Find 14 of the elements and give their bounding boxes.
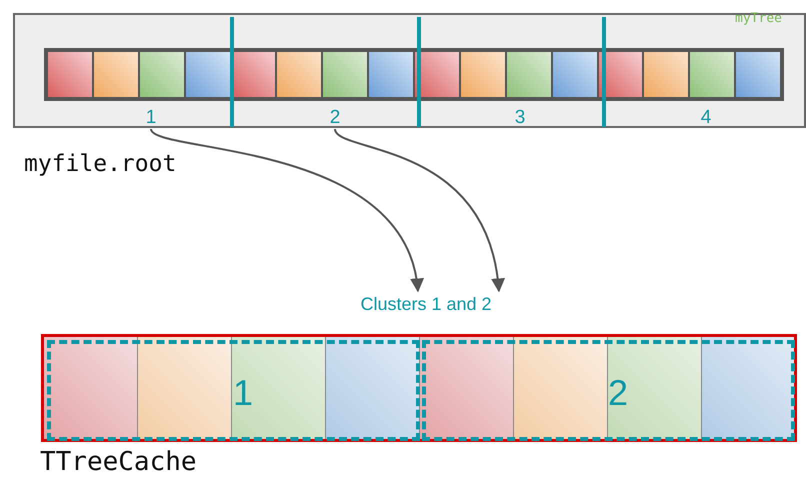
tree-name: myTree — [735, 11, 782, 26]
cluster-number: 2 — [325, 107, 345, 129]
cache-name: TTreeCache — [40, 447, 197, 477]
cluster-number: 4 — [696, 107, 716, 129]
file-name: myfile.root — [24, 151, 176, 177]
cluster-box — [47, 340, 420, 441]
cluster-number: 2 — [608, 372, 628, 414]
arrow — [334, 128, 504, 292]
cluster-caption: Clusters 1 and 2 — [345, 292, 507, 316]
cluster-number: 3 — [510, 107, 530, 129]
arrow — [150, 128, 422, 292]
cluster-number: 1 — [141, 107, 161, 129]
cluster-number: 1 — [233, 372, 254, 414]
cluster-box — [422, 340, 795, 441]
